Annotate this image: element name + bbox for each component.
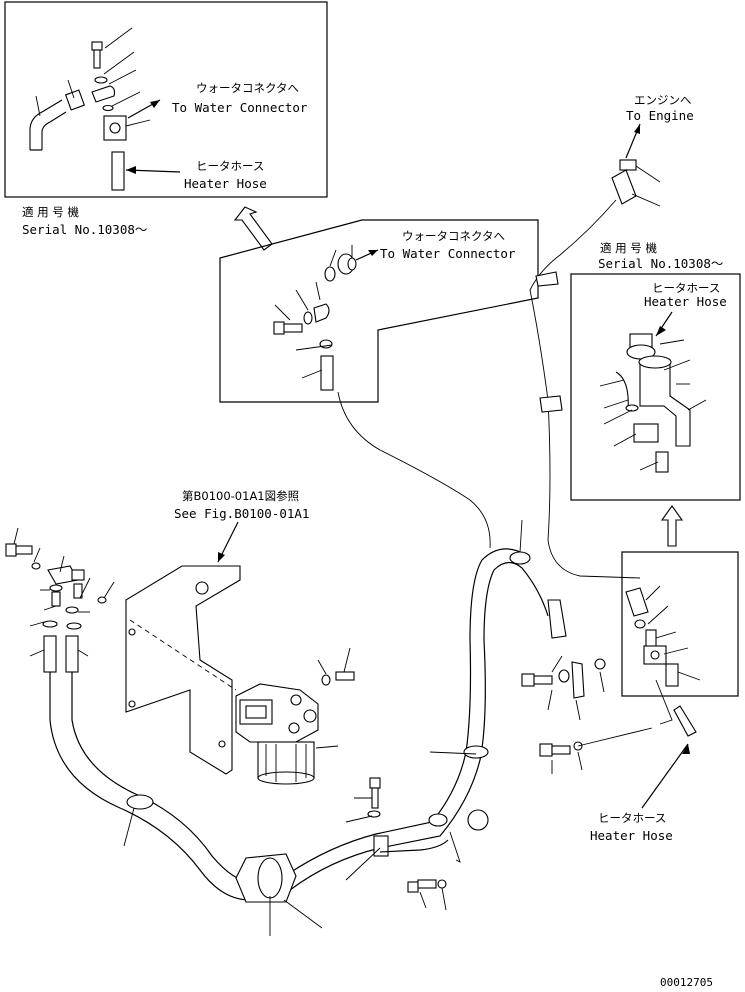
fig-ref-en: See Fig.B0100-01A1 xyxy=(174,506,309,521)
right-inset: ヒータホース Heater Hose xyxy=(570,273,741,501)
right-top-engine: エンジンへ To Engine 適 用 号 機 Serial No.10308～ xyxy=(529,93,723,579)
bottom-hose-jp: ヒータホース xyxy=(598,811,666,825)
top-inset-jp-label: ウォータコネクタへ xyxy=(196,81,299,95)
center-inset: ウォータコネクタへ To Water Connector xyxy=(219,219,539,403)
bottom-hose-en: Heater Hose xyxy=(590,828,673,843)
to-engine-en: To Engine xyxy=(626,108,694,123)
top-inset-en-label: To Water Connector xyxy=(172,100,308,115)
right-inset-hose-jp: ヒータホース xyxy=(652,281,720,295)
left-fittings xyxy=(5,527,115,673)
right-inset-hose-en: Heater Hose xyxy=(644,294,727,309)
right-middle-bolts xyxy=(521,655,697,774)
lower-right-box xyxy=(621,551,739,697)
up-arrow-top xyxy=(233,206,273,251)
hose-loop xyxy=(49,519,567,936)
top-left-inset: ウォータコネクタへ To Water Connector ヒータホース Heat… xyxy=(4,1,328,198)
top-inset-hose-jp: ヒータホース xyxy=(196,159,264,173)
up-arrow-right xyxy=(660,505,684,547)
center-inset-jp-label: ウォータコネクタへ xyxy=(402,229,505,243)
top-serial-jp: 適 用 号 機 xyxy=(22,205,79,219)
top-inset-hose-en: Heater Hose xyxy=(184,176,267,191)
center-bolts xyxy=(345,777,447,911)
center-inset-en-label: To Water Connector xyxy=(380,246,516,261)
fig-ref-jp: 第B0100-01A1図参照 xyxy=(182,489,299,503)
top-serial-en: Serial No.10308～ xyxy=(22,222,147,237)
right-serial-jp: 適 用 号 機 xyxy=(600,241,657,255)
bracket-and-filter xyxy=(125,565,355,785)
right-serial-en: Serial No.10308～ xyxy=(598,256,723,271)
to-engine-jp: エンジンへ xyxy=(634,93,692,107)
drawing-number: 00012705 xyxy=(660,976,713,989)
